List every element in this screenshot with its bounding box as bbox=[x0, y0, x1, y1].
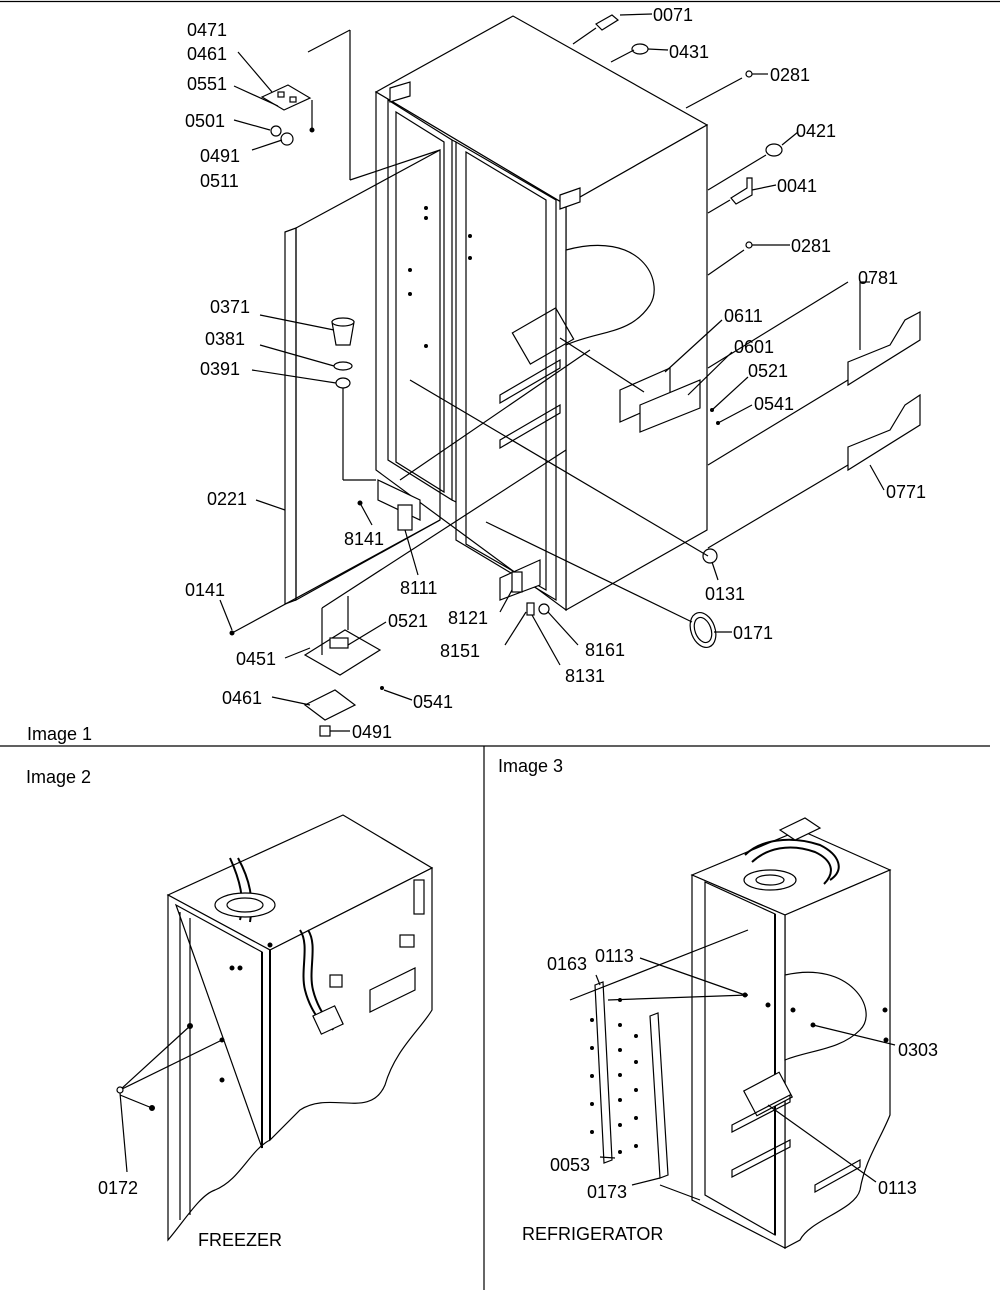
image2-leaders bbox=[116, 1025, 223, 1173]
callout-0771: 0771 bbox=[886, 482, 926, 502]
callout-0173: 0173 bbox=[587, 1182, 627, 1202]
callout-0053: 0053 bbox=[550, 1155, 590, 1175]
callout-0113: 0113 bbox=[595, 946, 634, 966]
caption-refrigerator: REFRIGERATOR bbox=[522, 1224, 663, 1244]
callout-0041: 0041 bbox=[777, 176, 817, 196]
callout-0521: 0521 bbox=[748, 361, 788, 381]
callout-0541: 0541 bbox=[754, 394, 794, 414]
image2-freezer-cabinet bbox=[149, 814, 434, 1242]
callout-8131: 8131 bbox=[565, 666, 605, 686]
callout-0451: 0451 bbox=[236, 649, 276, 669]
callout-0491: 0491 bbox=[200, 146, 240, 166]
callout-0521b: 0521 bbox=[388, 611, 428, 631]
callout-0471: 0471 bbox=[187, 20, 227, 40]
image1-hinge-top-assembly bbox=[260, 84, 315, 146]
callout-0601: 0601 bbox=[734, 337, 774, 357]
image1-base-hardware bbox=[357, 500, 550, 616]
callout-0461: 0461 bbox=[187, 44, 227, 64]
callout-0611: 0611 bbox=[724, 306, 763, 326]
panel-label-image1: Image 1 bbox=[27, 724, 92, 744]
callout-0511: 0511 bbox=[200, 171, 239, 191]
callout-0281: 0281 bbox=[770, 65, 810, 85]
caption-freezer: FREEZER bbox=[198, 1230, 282, 1250]
callout-0501: 0501 bbox=[185, 111, 225, 131]
callout-0431: 0431 bbox=[669, 42, 709, 62]
callout-8161: 8161 bbox=[585, 640, 625, 660]
callout-0172: 0172 bbox=[98, 1178, 138, 1198]
callout-0221: 0221 bbox=[207, 489, 247, 509]
callout-0303: 0303 bbox=[898, 1040, 938, 1060]
image1-right-parts bbox=[595, 14, 921, 649]
callout-8121: 8121 bbox=[448, 608, 488, 628]
callout-0171: 0171 bbox=[733, 623, 773, 643]
callout-0781: 0781 bbox=[858, 268, 898, 288]
callout-0461b: 0461 bbox=[222, 688, 262, 708]
callout-0281b: 0281 bbox=[791, 236, 831, 256]
panel-label-image2: Image 2 bbox=[26, 767, 91, 787]
image1-bottom-hinge-assembly bbox=[229, 449, 567, 737]
image1-filter-parts bbox=[331, 317, 376, 481]
callout-8141: 8141 bbox=[344, 529, 384, 549]
callout-0551: 0551 bbox=[187, 74, 227, 94]
callout-0113b: 0113 bbox=[878, 1178, 917, 1198]
callout-0071: 0071 bbox=[653, 5, 693, 25]
callout-0131: 0131 bbox=[705, 584, 745, 604]
callout-0141: 0141 bbox=[185, 580, 225, 600]
image3-refrigerator-cabinet bbox=[690, 817, 892, 1249]
image1-callouts: 0071 0431 0281 0421 0041 0281 0781 0611 … bbox=[185, 5, 926, 742]
callout-0391: 0391 bbox=[200, 359, 240, 379]
panel-label-image3: Image 3 bbox=[498, 756, 563, 776]
callout-0371: 0371 bbox=[210, 297, 250, 317]
image1-cabinet bbox=[374, 15, 709, 612]
image1-leader-lines bbox=[399, 27, 849, 623]
image3-leaders bbox=[595, 957, 896, 1186]
callout-0421: 0421 bbox=[796, 121, 836, 141]
callout-0163: 0163 bbox=[547, 954, 587, 974]
callout-0381: 0381 bbox=[205, 329, 245, 349]
callout-0491b: 0491 bbox=[352, 722, 392, 742]
callout-0541b: 0541 bbox=[413, 692, 453, 712]
callout-8151: 8151 bbox=[440, 641, 480, 661]
image3-shelf-standards bbox=[569, 929, 749, 1201]
callout-8111: 8111 bbox=[400, 578, 437, 598]
